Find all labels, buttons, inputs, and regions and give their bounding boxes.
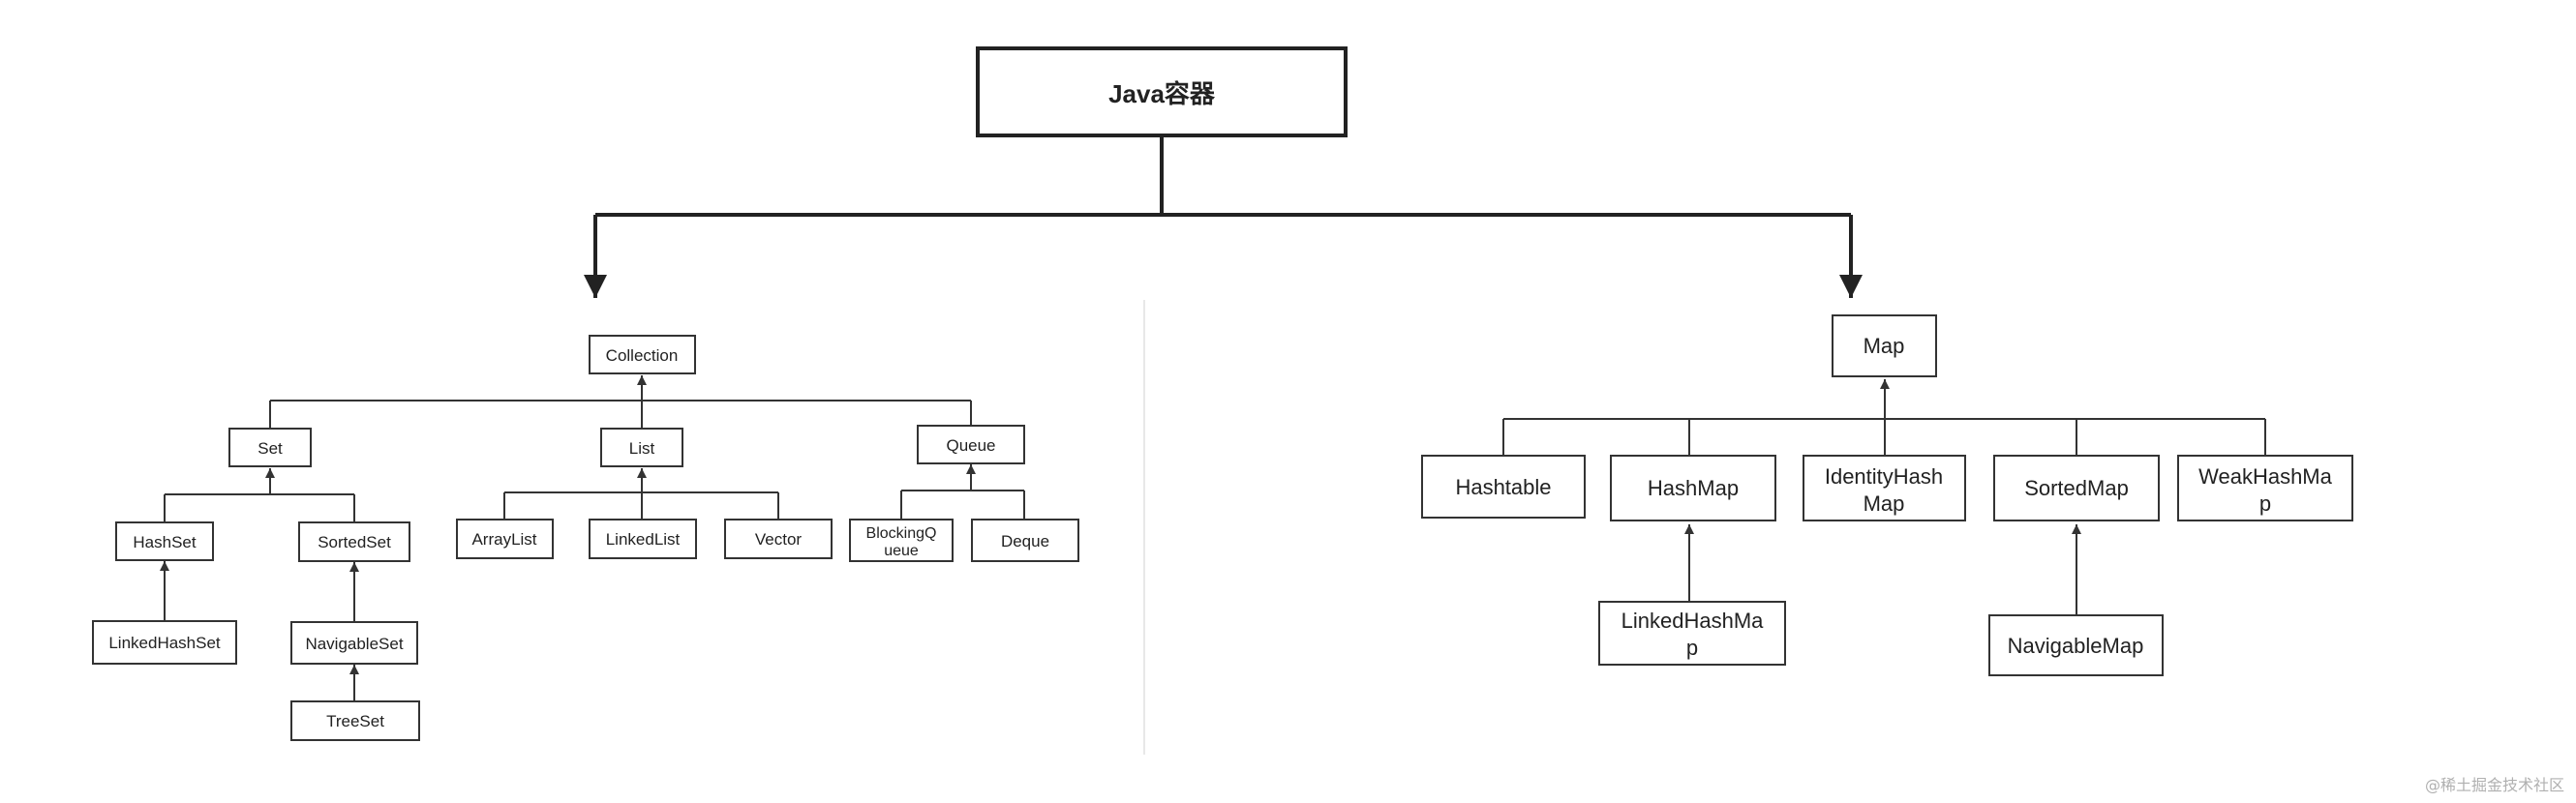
node-label: Hashtable	[1455, 475, 1551, 499]
node-label: List	[629, 439, 655, 458]
node-label-line1: BlockingQ	[866, 525, 937, 542]
node-deque: Deque	[971, 519, 1079, 562]
node-label-line1: WeakHashMa	[2198, 464, 2333, 489]
node-label: NavigableMap	[2008, 634, 2144, 658]
node-sortedmap: SortedMap	[1993, 455, 2160, 521]
node-label: Map	[1864, 334, 1905, 358]
node-label: HashSet	[133, 533, 196, 551]
node-label: Vector	[755, 530, 803, 549]
node-blockingqueue: BlockingQ ueue	[849, 519, 954, 562]
node-label: ArrayList	[471, 530, 536, 549]
node-java-container: Java容器	[976, 46, 1348, 137]
node-hashtable: Hashtable	[1421, 455, 1586, 519]
node-label: TreeSet	[326, 712, 384, 730]
node-set: Set	[228, 428, 312, 467]
node-label: SortedMap	[2024, 476, 2129, 500]
node-label: LinkedList	[606, 530, 681, 549]
node-map: Map	[1832, 314, 1937, 377]
root-connector	[584, 135, 1863, 298]
node-label-line1: IdentityHash	[1825, 464, 1943, 489]
node-label: HashMap	[1648, 476, 1739, 500]
node-hashmap: HashMap	[1610, 455, 1776, 521]
collection-connectors	[160, 375, 1025, 701]
node-label: SortedSet	[318, 533, 391, 551]
node-treeset: TreeSet	[290, 700, 420, 741]
node-hashset: HashSet	[115, 521, 214, 561]
node-label: Set	[258, 439, 283, 458]
node-weakhashmap: WeakHashMa p	[2177, 455, 2353, 521]
node-queue: Queue	[917, 425, 1025, 464]
node-sortedset: SortedSet	[298, 521, 410, 562]
node-linkedhashmap: LinkedHashMa p	[1598, 601, 1786, 666]
node-linkedhashset: LinkedHashSet	[92, 620, 237, 665]
node-identityhashmap: IdentityHash Map	[1803, 455, 1966, 521]
node-vector: Vector	[724, 519, 833, 559]
node-navigableset: NavigableSet	[290, 621, 418, 665]
node-label: Java容器	[1108, 79, 1216, 108]
node-label-line1: LinkedHashMa	[1621, 609, 1765, 633]
node-label: LinkedHashSet	[108, 634, 221, 652]
watermark: @稀土掘金技术社区	[2424, 776, 2564, 794]
node-label-line2: Map	[1864, 491, 1905, 516]
node-label-line2: p	[2259, 491, 2271, 516]
node-arraylist: ArrayList	[456, 519, 554, 559]
node-list: List	[600, 428, 683, 467]
node-label: Collection	[606, 346, 679, 365]
node-label: NavigableSet	[305, 635, 403, 653]
map-connectors	[1502, 379, 2266, 615]
node-label: Queue	[946, 436, 995, 455]
node-label-line2: p	[1686, 636, 1698, 660]
node-navigablemap: NavigableMap	[1988, 614, 2164, 676]
node-label-line2: ueue	[884, 543, 919, 559]
node-linkedlist: LinkedList	[589, 519, 697, 559]
node-label: Deque	[1001, 532, 1049, 550]
node-collection: Collection	[589, 335, 696, 374]
